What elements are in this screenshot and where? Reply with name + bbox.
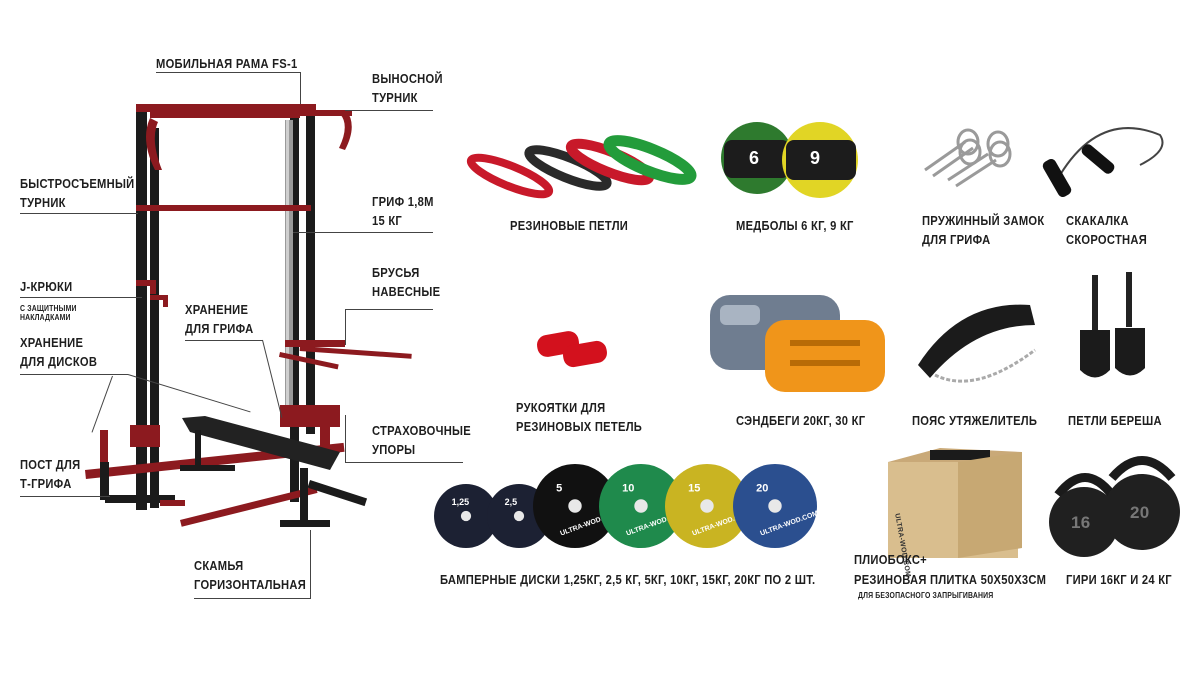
label-barbell-1: ГРИФ 1,8М [372,194,434,209]
kettlebells-image [1049,456,1180,557]
label-dip-bars-2: НАВЕСНЫЕ [372,284,441,299]
leader-line [310,530,311,599]
label-plyobox-2: РЕЗИНОВАЯ ПЛИТКА 50Х50Х3СМ [854,572,1047,587]
label-jump-rope-1: СКАКАЛКА [1066,213,1129,228]
leader-line [20,374,128,375]
spring-collars-image [924,128,1012,188]
label-ab-straps: ПЕТЛИ БЕРЕША [1068,413,1162,428]
kettlebell-number: 20 [1130,503,1150,522]
label-quick-bar-2: ТУРНИК [20,195,66,210]
label-outrigger-bar-1: ВЫНОСНОЙ [372,71,443,86]
label-safety-2: УПОРЫ [372,442,416,457]
ab-straps-image [1080,272,1145,378]
leader-line [345,309,433,310]
label-outrigger-bar-2: ТУРНИК [372,90,418,105]
label-plyobox-note: ДЛЯ БЕЗОПАСНОГО ЗАПРЫГИВАНИЯ [858,591,994,600]
bumper-plate-hub [634,499,648,513]
bumper-plate-weight: 2,5 [505,497,518,507]
sandbags-image [710,295,885,392]
label-collars-2: ДЛЯ ГРИФА [922,232,991,247]
leader-line [300,72,301,104]
bumper-plate-weight: 10 [622,482,634,494]
bumper-plate-hub [700,499,714,513]
label-plyobox-1: ПЛИОБОКС+ [854,552,927,567]
label-kettlebells: ГИРИ 16КГ И 24 КГ [1066,572,1172,587]
leader-line [345,309,346,345]
bumper-plate-hub [768,499,782,513]
bumper-plate-weight: 15 [688,482,700,494]
label-j-hooks-note-1: С ЗАЩИТНЫМИ [20,304,77,313]
leader-line [345,462,463,463]
label-quick-bar-1: БЫСТРОСЪЕМНЫЙ [20,176,135,191]
label-t-bar-1: ПОСТ ДЛЯ [20,457,81,472]
bumper-plate-weight: 5 [556,482,562,494]
label-plate-storage-1: ХРАНЕНИЕ [20,335,84,350]
label-j-hooks-note-2: НАКЛАДКАМИ [20,313,71,322]
band-handles-image [536,331,607,368]
label-handles-2: РЕЗИНОВЫХ ПЕТЕЛЬ [516,419,643,434]
label-mobile-frame: МОБИЛЬНАЯ РАМА FS-1 [156,56,298,71]
leader-line [156,72,301,73]
bumper-plate-weight: 20 [756,482,768,494]
label-bar-storage-1: ХРАНЕНИЕ [185,302,249,317]
label-sandbags: СЭНДБЕГИ 20КГ, 30 КГ [736,413,866,428]
medball-number: 6 [749,148,760,168]
leader-line [20,496,110,497]
dip-belt-image [918,304,1036,383]
resistance-bands-image [466,135,697,199]
label-dip-belt: ПОЯС УТЯЖЕЛИТЕЛЬ [912,413,1038,428]
label-bumpers: БАМПЕРНЫЕ ДИСКИ 1,25КГ, 2,5 КГ, 5КГ, 10К… [440,572,816,587]
medballs-image [721,122,858,198]
label-bench-2: ГОРИЗОНТАЛЬНАЯ [194,577,307,592]
label-safety-1: СТРАХОВОЧНЫЕ [372,423,471,438]
label-j-hooks: J-КРЮКИ [20,279,73,294]
leader-line [20,213,138,214]
label-bench-1: СКАМЬЯ [194,558,244,573]
medball-number: 9 [810,148,821,168]
bumper-plate-hub [513,510,525,522]
leader-line [293,232,433,233]
leader-line [20,297,142,298]
label-bands: РЕЗИНОВЫЕ ПЕТЛИ [510,218,629,233]
bumper-plate: 1,25 [434,484,498,548]
plyobox-image [888,448,1022,558]
label-bar-storage-2: ДЛЯ ГРИФА [185,321,254,336]
label-plate-storage-2: ДЛЯ ДИСКОВ [20,354,98,369]
bumper-plate-weight: 1,25 [452,497,470,507]
label-medballs: МЕДБОЛЫ 6 КГ, 9 КГ [736,218,854,233]
label-collars-1: ПРУЖИННЫЙ ЗАМОК [922,213,1045,228]
bumper-plate-hub [460,510,472,522]
leader-line [194,598,310,599]
bumper-plate-hub [568,499,582,513]
jump-rope-image [1042,127,1164,197]
label-handles-1: РУКОЯТКИ ДЛЯ [516,400,606,415]
kettlebell-number: 16 [1071,513,1091,532]
power-rack-image [85,104,412,527]
leader-line [185,340,263,341]
label-jump-rope-2: СКОРОСТНАЯ [1066,232,1147,247]
label-t-bar-2: Т-ГРИФА [20,476,72,491]
leader-line [345,110,433,111]
label-barbell-2: 15 КГ [372,213,403,228]
label-dip-bars-1: БРУСЬЯ [372,265,420,280]
leader-line [345,415,346,463]
